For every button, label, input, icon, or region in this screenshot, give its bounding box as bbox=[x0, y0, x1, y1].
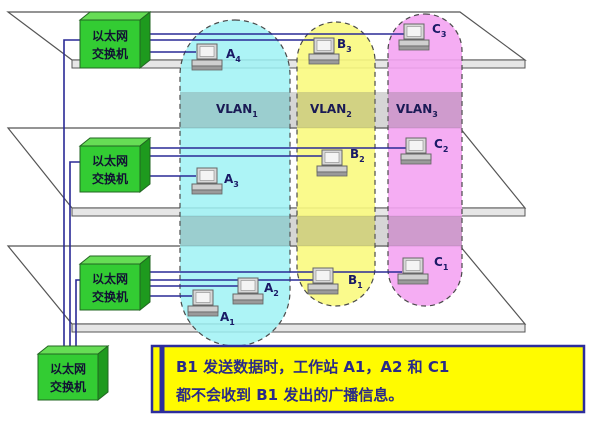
vlan-2-label: VLAN2 bbox=[310, 102, 352, 119]
computer-icon bbox=[191, 167, 223, 195]
svg-text:A4: A4 bbox=[226, 47, 241, 64]
switch-label-top-2: 交换机 bbox=[92, 46, 128, 61]
svg-text:B2: B2 bbox=[350, 147, 365, 164]
caption-box: B1 发送数据时，工作站 A1，A2 和 C1 都不会收到 B1 发出的广播信息… bbox=[150, 344, 586, 414]
svg-text:C3: C3 bbox=[432, 22, 446, 39]
workstation-c1: C1 bbox=[397, 255, 449, 285]
computer-icon bbox=[400, 137, 432, 165]
svg-text:B1: B1 bbox=[348, 273, 363, 290]
switch-label-middle-1: 以太网 bbox=[92, 153, 128, 168]
workstations: A4 B3 C3 A3 B2 C2 A2 A1 bbox=[187, 22, 449, 327]
svg-text:A2: A2 bbox=[264, 281, 279, 298]
computer-icon bbox=[398, 23, 430, 51]
computer-icon bbox=[232, 277, 264, 305]
svg-text:C1: C1 bbox=[434, 255, 449, 272]
network-cables bbox=[63, 33, 420, 346]
computer-icon bbox=[316, 149, 348, 177]
switch-top-floor: 以太网 交换机 bbox=[78, 10, 152, 70]
switch-label-bottom-1: 以太网 bbox=[92, 271, 128, 286]
workstation-a4: A4 bbox=[191, 43, 241, 71]
vlan-3-label: VLAN3 bbox=[396, 102, 438, 119]
floor-switches: 以太网 交换机 以太网 交换机 以太网 交换机 以太网 交换机 bbox=[36, 10, 152, 402]
switch-middle-floor: 以太网 交换机 bbox=[78, 136, 152, 194]
workstation-c3: C3 bbox=[398, 22, 446, 51]
svg-text:B3: B3 bbox=[337, 37, 352, 54]
workstation-b3: B3 bbox=[308, 37, 352, 65]
switch-label-bottom-2: 交换机 bbox=[92, 289, 128, 304]
workstation-b1: B1 bbox=[307, 267, 363, 295]
workstation-c2: C2 bbox=[400, 137, 448, 165]
switch-bottom-floor: 以太网 交换机 bbox=[78, 254, 152, 312]
computer-icon bbox=[308, 37, 340, 65]
computer-icon bbox=[307, 267, 339, 295]
computer-icon bbox=[397, 257, 429, 285]
workstation-b2: B2 bbox=[316, 147, 365, 177]
svg-text:C2: C2 bbox=[434, 137, 448, 154]
switch-label-main-1: 以太网 bbox=[50, 361, 86, 376]
caption-line-2: 都不会收到 B1 发出的广播信息。 bbox=[175, 386, 403, 404]
vlan-1-label: VLAN1 bbox=[216, 102, 258, 119]
computer-icon bbox=[191, 43, 223, 71]
workstation-a3: A3 bbox=[191, 167, 239, 195]
svg-text:A3: A3 bbox=[224, 172, 239, 189]
riser-bands bbox=[180, 92, 462, 246]
svg-text:A1: A1 bbox=[220, 310, 235, 327]
computer-icon bbox=[187, 289, 219, 317]
switch-label-middle-2: 交换机 bbox=[92, 171, 128, 186]
switch-label-top-1: 以太网 bbox=[92, 28, 128, 43]
caption-line-1: B1 发送数据时，工作站 A1，A2 和 C1 bbox=[176, 358, 449, 376]
switch-main: 以太网 交换机 bbox=[36, 344, 110, 402]
vlan-labels: VLAN1 VLAN2 VLAN3 bbox=[216, 102, 438, 119]
workstation-a2: A2 bbox=[232, 277, 279, 305]
workstation-a1: A1 bbox=[187, 289, 235, 327]
switch-label-main-2: 交换机 bbox=[50, 379, 86, 394]
